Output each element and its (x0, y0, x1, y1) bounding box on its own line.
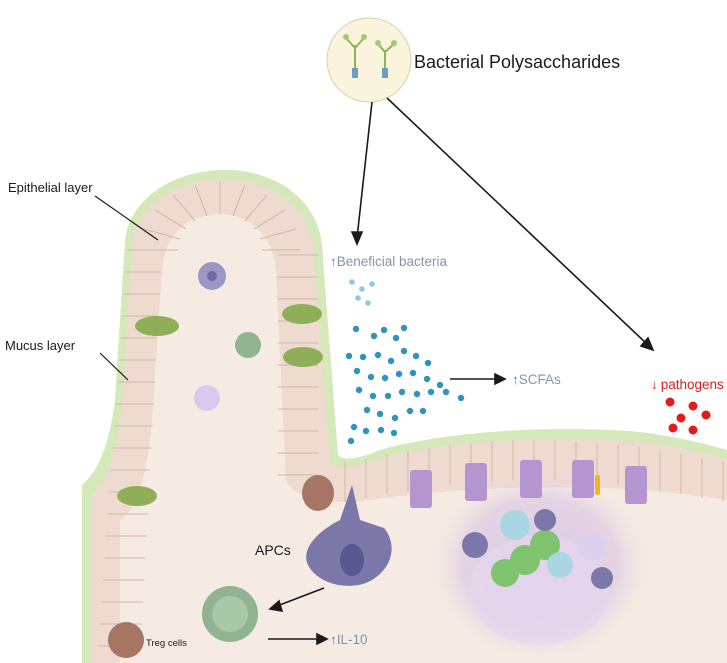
epithelial-cells (98, 182, 724, 647)
bacterium-dot (369, 281, 375, 287)
bacterium-dot (457, 394, 465, 402)
il10-label: ↑IL-10 (330, 632, 368, 647)
bacterium-dot (349, 279, 355, 285)
bacterium-dot (427, 388, 435, 396)
pathogens-label: ↓pathogens (651, 377, 724, 392)
treg-cell (202, 586, 258, 642)
bacterium-dot (345, 352, 353, 360)
bacterium-dot (423, 375, 431, 383)
bacterium-dot (413, 390, 421, 398)
bacterium-dot (384, 392, 392, 400)
bacterium-dot (419, 407, 427, 415)
il10-text: IL-10 (337, 632, 368, 647)
title-label: Bacterial Polysaccharides (414, 52, 620, 72)
scfas-up-arrow: ↑ (512, 372, 519, 387)
apcs-label: APCs (255, 542, 291, 558)
bacterium-dot (377, 426, 385, 434)
epithelial-layer-label: Epithelial layer (8, 180, 93, 195)
bacterium-dot (442, 388, 450, 396)
mucus-layer-label: Mucus layer (5, 338, 76, 353)
bacterium-dot (355, 295, 361, 301)
bacterium-dot (362, 427, 370, 435)
bacterium-dot (424, 359, 432, 367)
bacterium-dot (347, 437, 355, 445)
polysaccharide-icon (326, 17, 412, 103)
goblet-cells (410, 460, 647, 508)
bacterium-dot (400, 324, 408, 332)
bacterium-dot (352, 325, 360, 333)
cell-border (232, 185, 246, 217)
beneficial-bacteria-text: Beneficial bacteria (337, 254, 448, 269)
bacterium-dot (409, 369, 417, 377)
bacterium-dot (359, 286, 365, 292)
bacterium-dot (381, 374, 389, 382)
cell-border (172, 194, 196, 222)
bacterium-dot (436, 381, 444, 389)
villus-immune-cells (194, 262, 261, 411)
bacterium-dot (406, 407, 414, 415)
pathogen-dots (665, 397, 711, 435)
bacterium-dot (374, 351, 382, 359)
scfas-text: SCFAs (519, 372, 561, 387)
bacterium-dot (380, 326, 388, 334)
cell-border (259, 228, 297, 240)
bacterium-dot (353, 367, 361, 375)
bacterium-dot (365, 300, 371, 306)
bacterium-dot (376, 410, 384, 418)
beneficial-bacteria-dots (345, 279, 465, 445)
bacterium-dot (398, 388, 406, 396)
bacterium-dot (350, 423, 358, 431)
scfas-label: ↑SCFAs (512, 372, 561, 387)
bacterium-dot (400, 347, 408, 355)
green-goblet-cells (117, 304, 323, 506)
bacterium-dot (391, 414, 399, 422)
bacterium-dot (355, 386, 363, 394)
beneficial-up-arrow: ↑ (330, 254, 337, 269)
bacterium-dot (390, 429, 398, 437)
bacterium-dot (359, 353, 367, 361)
cell-border (143, 228, 181, 240)
beneficial-bacteria-label: ↑Beneficial bacteria (330, 254, 448, 269)
il10-up-arrow: ↑ (330, 632, 337, 647)
pathogens-down-arrow: ↓ (651, 377, 658, 392)
treg-cells-label: Treg cells (146, 638, 187, 649)
bacterium-dot (387, 357, 395, 365)
bacterium-dot (395, 370, 403, 378)
bacterium-dot (369, 392, 377, 400)
cell-border (253, 209, 285, 230)
bacterium-dot (370, 332, 378, 340)
bacterium-dot (412, 352, 420, 360)
pathogens-text: pathogens (661, 377, 724, 392)
cell-border (194, 185, 208, 217)
bacterium-dot (367, 373, 375, 381)
label-leaders (94, 195, 159, 381)
paneth-cells (108, 475, 334, 658)
bacterium-dot (392, 334, 400, 342)
bacterium-dot (363, 406, 371, 414)
arrows (268, 97, 655, 646)
cell-border (155, 209, 187, 230)
apc-cell (306, 485, 392, 586)
follicle-immune-cells (462, 509, 613, 589)
cell-border (244, 194, 268, 222)
